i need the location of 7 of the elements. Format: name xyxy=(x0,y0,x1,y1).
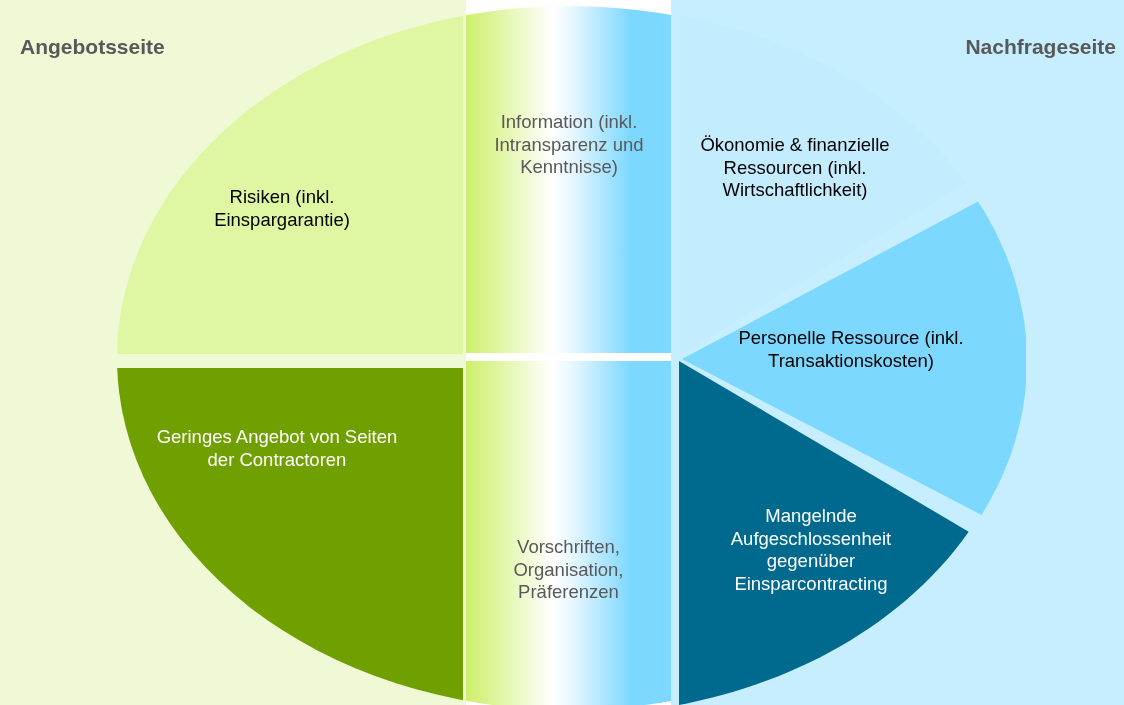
segment-label: Ökonomie & finanzielle Ressourcen (inkl. Wirtschaftlichkeit) xyxy=(699,134,891,202)
segment-label: Mangelnde Aufgeschlossenheit gegenüber Einsparcontracting xyxy=(729,505,893,596)
side-heading: Nachfrageseite xyxy=(964,34,1116,60)
segment-label: Geringes Angebot von Seiten der Contractoren xyxy=(155,426,399,472)
segment-label: Risiken (inkl. Einspargarantie) xyxy=(213,186,351,232)
segment-label: Personelle Ressource (inkl. Transaktionskosten) xyxy=(737,327,965,373)
side-heading: Angebotsseite xyxy=(20,34,166,60)
